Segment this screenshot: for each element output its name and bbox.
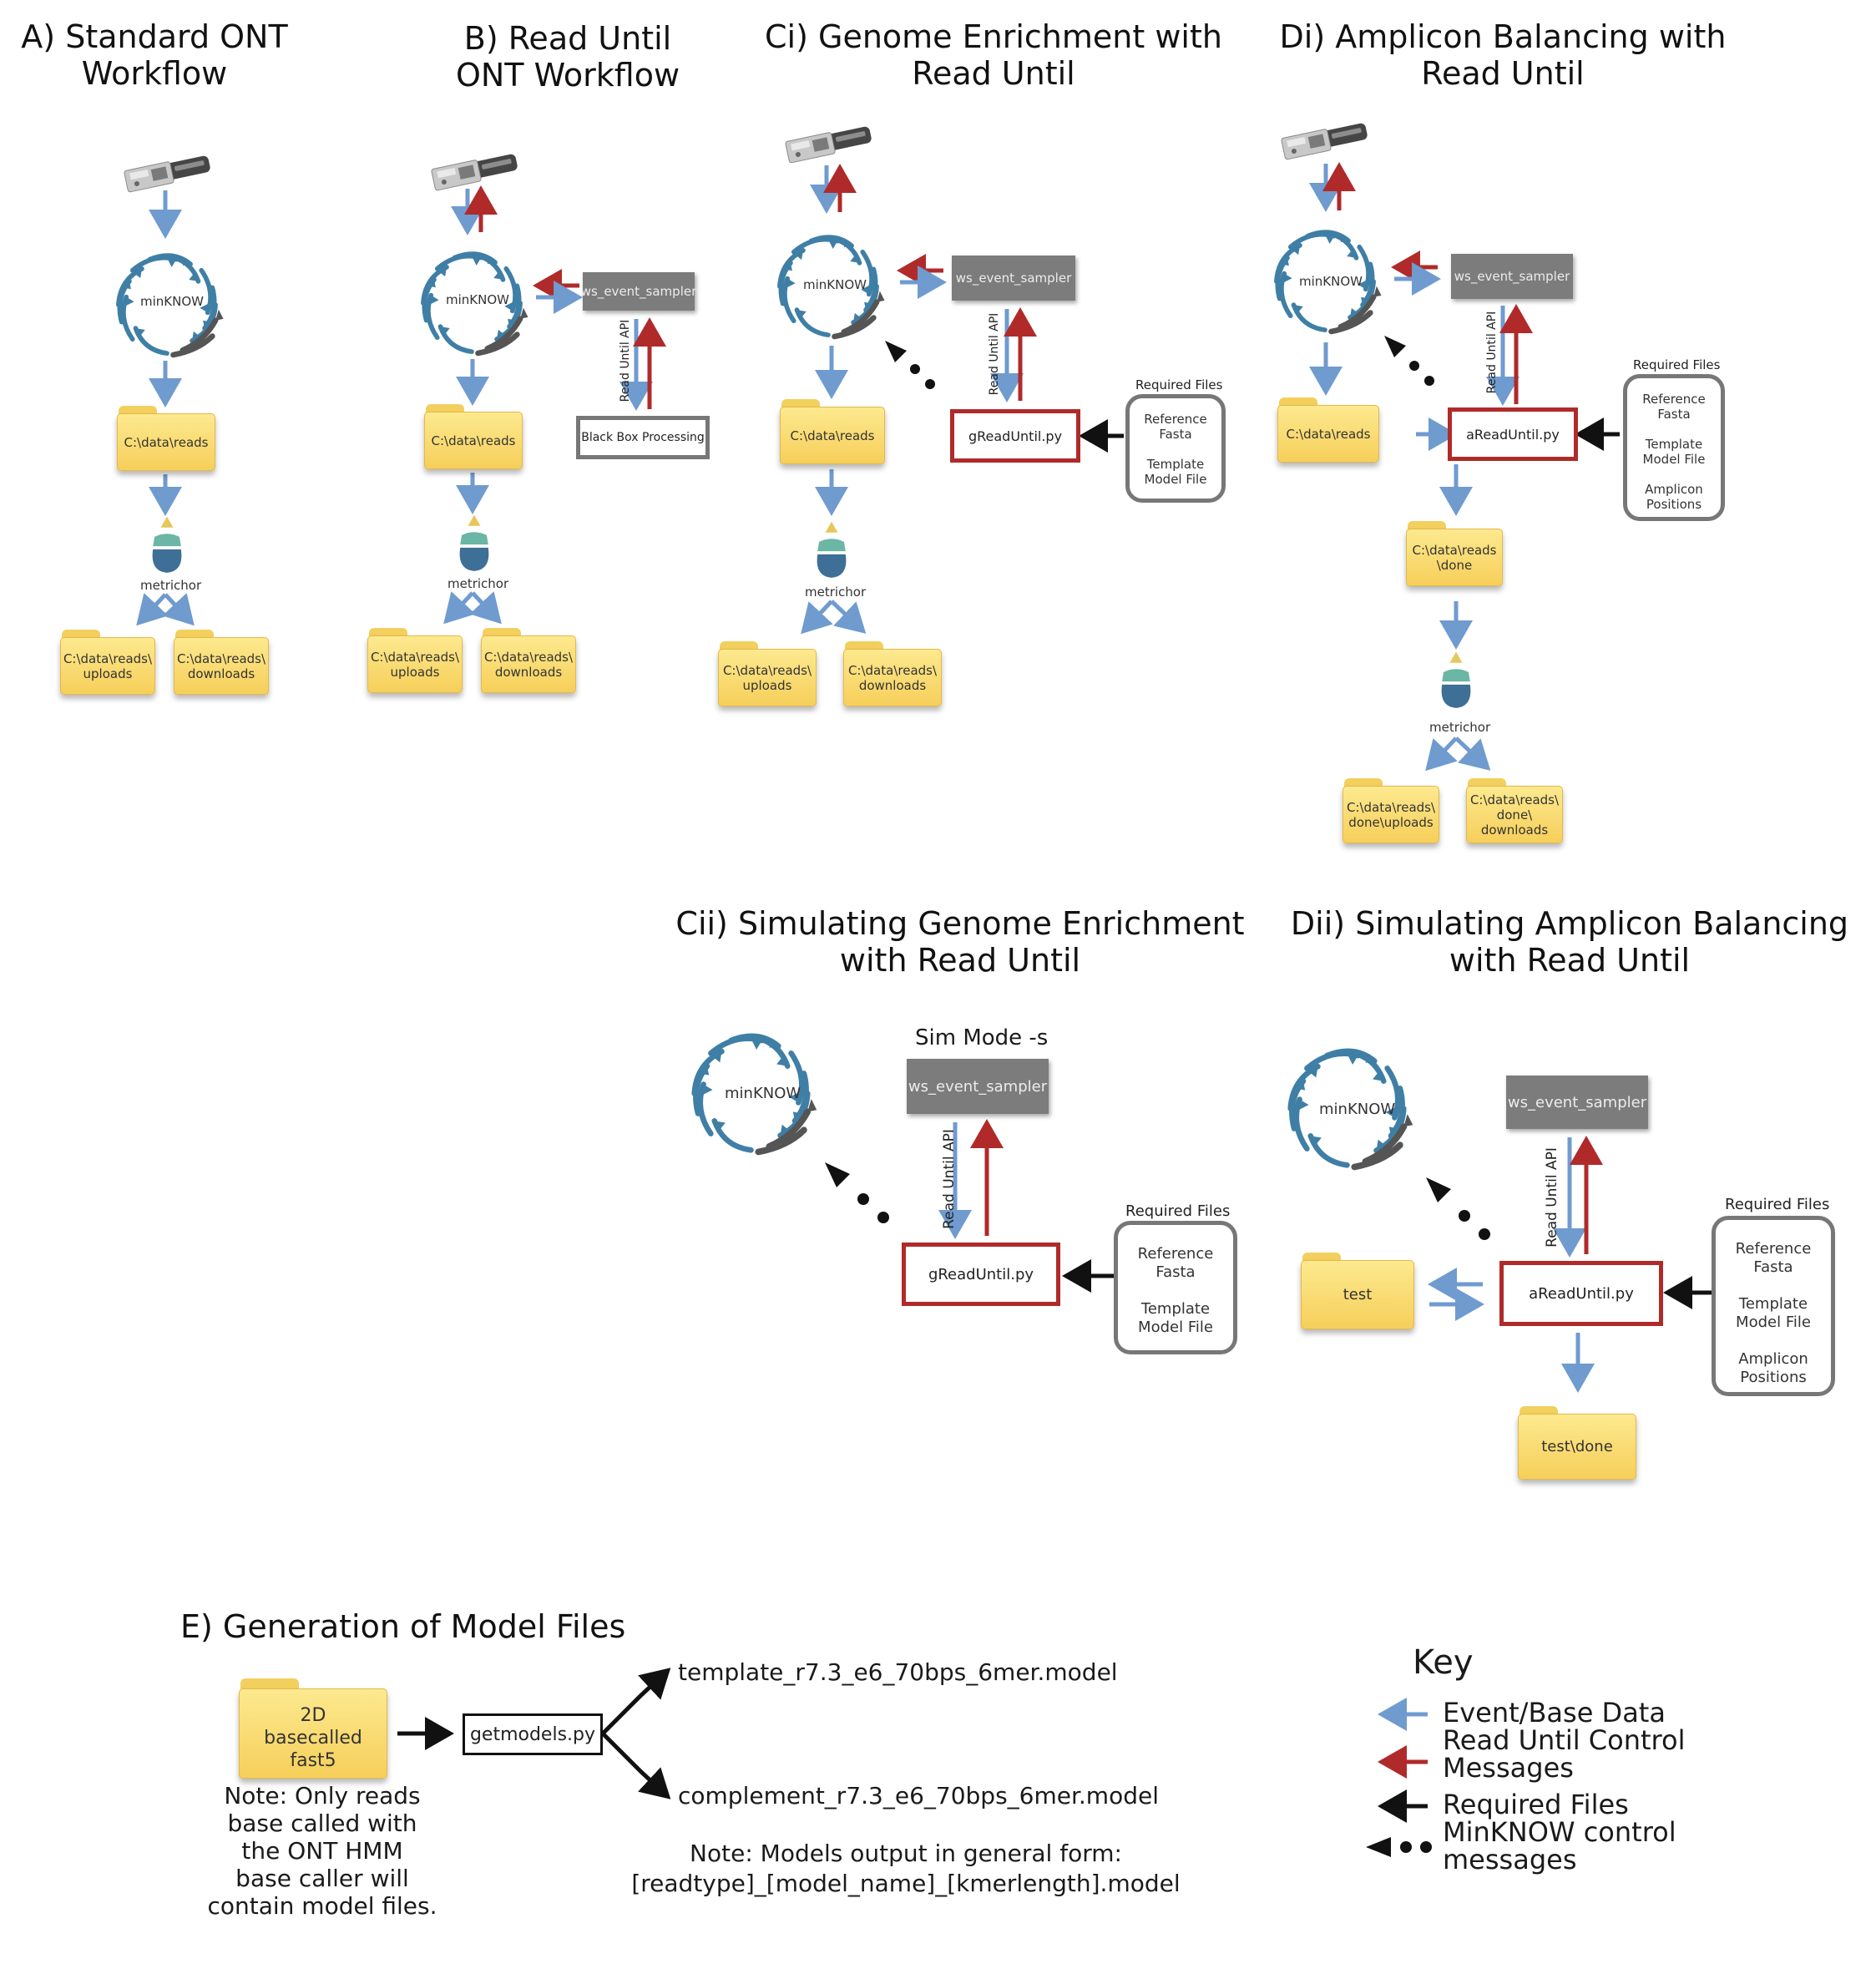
folder-uploads: C:\data\reads\ uploads: [60, 630, 155, 695]
minknow-label: minKNOW: [1319, 1101, 1396, 1118]
panel-b-title: B) Read Until ONT Workflow: [455, 20, 680, 94]
folder-test: test: [1301, 1253, 1414, 1329]
folder-downloads: C:\data\reads\ downloads: [843, 641, 942, 706]
folder-uploads: C:\data\reads\ uploads: [367, 628, 463, 693]
models-form-note: Note: Models output in general form: [re…: [631, 1840, 1181, 1897]
getmodels-box: getmodels.py: [463, 1713, 603, 1755]
minknow-label: minKNOW: [140, 294, 204, 309]
ws-event-sampler-box: ws_event_sampler: [1451, 254, 1573, 299]
required-files-title: Required Files: [1125, 1202, 1231, 1220]
folder-downloads: C:\data\reads\ downloads: [481, 628, 576, 693]
minknow-label: minKNOW: [1299, 274, 1363, 289]
read-until-api-label: Read Until API: [1544, 1147, 1560, 1248]
greaduntil-box: gReadUntil.py: [902, 1243, 1060, 1306]
folder-downloads: C:\data\reads\ downloads: [174, 630, 269, 695]
metrichor-drop-icon: [152, 516, 182, 573]
folder-reads: C:\data\reads: [424, 404, 523, 469]
required-files-box: Reference Fasta Template Model File Ampl…: [1623, 374, 1725, 521]
greaduntil-box: gReadUntil.py: [950, 409, 1080, 463]
sequencer-device-icon: [1280, 120, 1370, 160]
fast5-note: Note: Only reads base called with the ON…: [207, 1782, 437, 1920]
metrichor-label: metrichor: [448, 576, 509, 591]
key-title: Key: [1413, 1643, 1474, 1682]
required-files-box: Reference Fasta Template Model File: [1125, 394, 1226, 503]
metrichor-label: metrichor: [140, 578, 202, 593]
folder-fast5: 2D basecalled fast5: [239, 1678, 387, 1779]
required-files-box: Reference Fasta Template Model File Ampl…: [1712, 1216, 1835, 1396]
folder-reads: C:\data\reads: [1277, 397, 1379, 463]
required-files-title: Required Files: [1725, 1196, 1830, 1213]
key-minknow-control: MinKNOW control messages: [1443, 1816, 1676, 1875]
metrichor-drop-icon: [817, 521, 847, 578]
required-files-box: Reference Fasta Template Model File: [1114, 1221, 1237, 1354]
complement-model-output: complement_r7.3_e6_70bps_6mer.model: [678, 1782, 1159, 1810]
panel-a-title: A) Standard ONT Workflow: [21, 18, 288, 92]
required-files-list: Reference Fasta Template Model File: [1137, 1245, 1214, 1336]
metrichor-label: metrichor: [805, 585, 867, 600]
key-required-files: Required Files: [1443, 1789, 1629, 1820]
read-until-api-label: Read Until API: [619, 319, 632, 402]
minknow-label: minKNOW: [803, 277, 867, 292]
read-until-api-label: Read Until API: [988, 312, 1001, 396]
panel-cii-title: Cii) Simulating Genome Enrichment with R…: [675, 905, 1245, 979]
folder-done-uploads: C:\data\reads\ done\uploads: [1343, 778, 1439, 843]
sim-mode-label: Sim Mode -s: [915, 1025, 1049, 1050]
areaduntil-box: aReadUntil.py: [1448, 407, 1578, 461]
areaduntil-box: aReadUntil.py: [1499, 1261, 1663, 1326]
minknow-label: minKNOW: [725, 1085, 801, 1102]
required-files-list: Reference Fasta Template Model File: [1144, 412, 1207, 487]
sequencer-device-icon: [123, 153, 213, 193]
metrichor-label: metrichor: [1429, 720, 1491, 735]
sequencer-device-icon: [784, 124, 874, 164]
panel-di-title: Di) Amplicon Balancing with Read Until: [1279, 18, 1727, 92]
required-files-title: Required Files: [1135, 377, 1223, 392]
folder-reads: C:\data\reads: [780, 399, 885, 464]
template-model-output: template_r7.3_e6_70bps_6mer.model: [678, 1658, 1118, 1686]
folder-reads-done: C:\data\reads \done: [1406, 521, 1503, 586]
black-box-processing: Black Box Processing: [576, 416, 710, 459]
ws-event-sampler-box: ws_event_sampler: [907, 1059, 1049, 1114]
minknow-label: minKNOW: [446, 292, 509, 307]
required-files-list: Reference Fasta Template Model File Ampl…: [1642, 392, 1706, 512]
key-read-until-control: Read Until Control Messages: [1443, 1724, 1686, 1784]
ws-event-sampler-box: ws_event_sampler: [1506, 1076, 1648, 1129]
panel-e-title: E) Generation of Model Files: [180, 1608, 626, 1645]
key-event-base-data: Event/Base Data: [1443, 1697, 1666, 1729]
required-files-list: Reference Fasta Template Model File Ampl…: [1735, 1240, 1812, 1386]
ws-event-sampler-box: ws_event_sampler: [581, 272, 696, 311]
folder-reads: C:\data\reads: [117, 406, 215, 471]
metrichor-drop-icon: [1441, 651, 1471, 708]
panel-ci-title: Ci) Genome Enrichment with Read Until: [765, 18, 1222, 92]
ws-event-sampler-box: ws_event_sampler: [952, 256, 1075, 301]
folder-done-downloads: C:\data\reads\ done\ downloads: [1466, 778, 1563, 843]
folder-uploads: C:\data\reads\ uploads: [718, 641, 817, 706]
required-files-title: Required Files: [1633, 357, 1721, 372]
read-until-api-label: Read Until API: [1485, 311, 1499, 394]
sequencer-device-icon: [430, 151, 520, 191]
read-until-api-label: Read Until API: [941, 1129, 958, 1229]
panel-dii-title: Dii) Simulating Amplicon Balancing with …: [1290, 905, 1849, 979]
metrichor-drop-icon: [459, 514, 489, 571]
folder-test-done: test\done: [1518, 1406, 1636, 1480]
